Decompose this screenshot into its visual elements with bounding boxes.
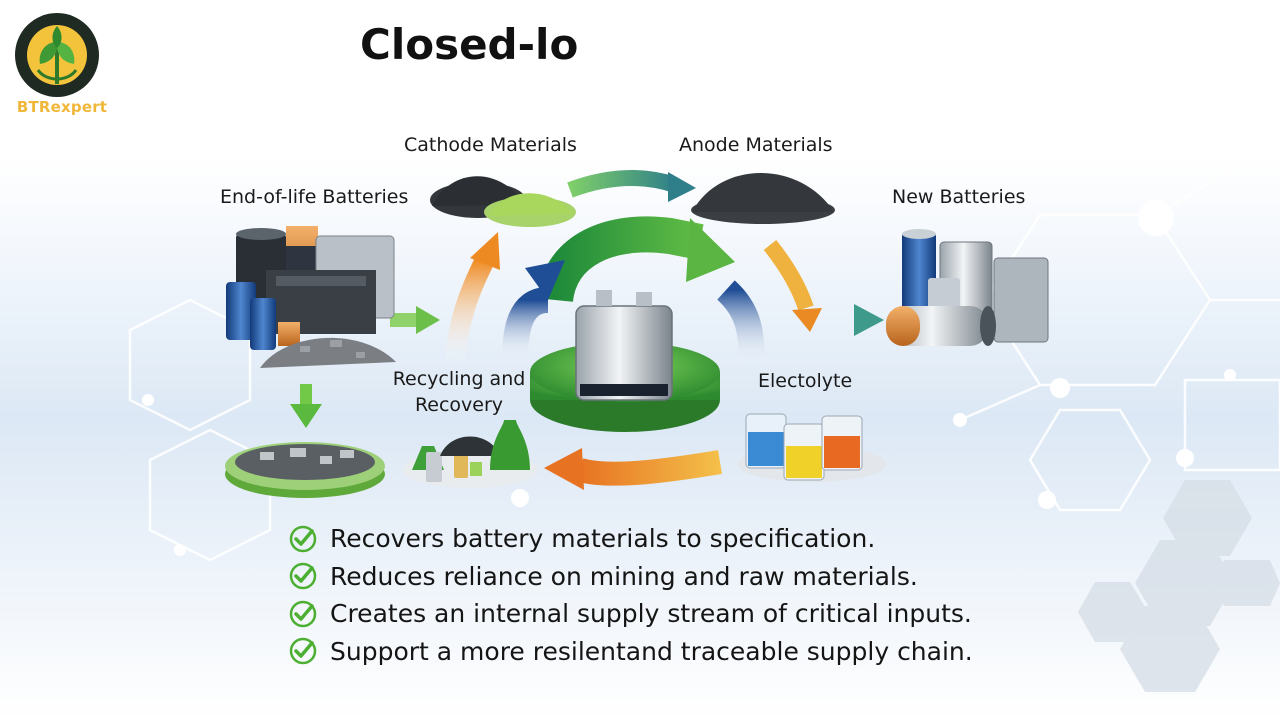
arrowhead-eol-to-recycling bbox=[416, 306, 440, 334]
anode-materials-pile bbox=[691, 173, 835, 224]
label-anode-materials: Anode Materials bbox=[679, 134, 833, 156]
arrow-recycling-to-cathode bbox=[445, 255, 494, 361]
arrow-cathode-to-anode bbox=[567, 170, 678, 198]
new-batteries-cluster bbox=[886, 229, 1049, 346]
brand-logo: BTRexpert bbox=[14, 12, 114, 116]
orange-return-arrowhead bbox=[544, 448, 584, 490]
label-recycling-line-1: Recycling and bbox=[392, 368, 526, 390]
benefits-list: Recovers battery materials to specificat… bbox=[288, 520, 973, 670]
brand-name: BTRexpert bbox=[16, 98, 108, 116]
bullet-text: Creates an internal supply stream of cri… bbox=[330, 599, 972, 629]
check-circle-icon bbox=[289, 563, 317, 590]
end-of-life-batteries-cluster bbox=[226, 226, 396, 368]
green-cycle-arrowhead bbox=[686, 218, 735, 282]
label-new-batteries: New Batteries bbox=[892, 186, 1026, 208]
label-recycling-recovery: Recycling and Recovery bbox=[386, 368, 532, 416]
leaf-logo-icon bbox=[15, 13, 99, 97]
bullet-text: Support a more resilentand traceable sup… bbox=[330, 636, 973, 666]
list-item: Creates an internal supply stream of cri… bbox=[288, 595, 973, 633]
list-item: Recovers battery materials to specificat… bbox=[288, 520, 973, 558]
bullet-text: Reduces reliance on mining and raw mater… bbox=[330, 561, 918, 591]
label-electrolyte: Electolyte bbox=[758, 370, 853, 392]
arrowhead-to-anode bbox=[668, 172, 696, 202]
recycling-flasks bbox=[402, 420, 538, 488]
arrow-anode-to-electrolyte bbox=[763, 240, 814, 311]
blue-cycle-arrowhead-left bbox=[525, 260, 565, 300]
label-end-of-life-batteries: End-of-life Batteries bbox=[220, 186, 409, 208]
list-item: Support a more resilentand traceable sup… bbox=[288, 633, 973, 671]
arrowhead-to-new-batteries bbox=[854, 304, 884, 336]
label-cathode-materials: Cathode Materials bbox=[404, 134, 577, 156]
check-circle-icon bbox=[289, 525, 317, 552]
check-circle-icon bbox=[289, 600, 317, 627]
check-circle-icon bbox=[289, 638, 317, 665]
bullet-text: Recovers battery materials to specificat… bbox=[330, 524, 876, 554]
central-battery-on-platform bbox=[530, 290, 720, 432]
cathode-materials-pile bbox=[430, 176, 576, 227]
list-item: Reduces reliance on mining and raw mater… bbox=[288, 558, 973, 596]
recycled-scrap-tray bbox=[225, 442, 385, 498]
arrowhead-down-right bbox=[792, 308, 822, 332]
arrowhead-eol-down bbox=[290, 404, 322, 428]
page-title: Closed-lo bbox=[360, 20, 579, 69]
label-recycling-line-2: Recovery bbox=[414, 394, 504, 416]
blue-cycle-arrow-right bbox=[716, 280, 765, 366]
electrolyte-beakers bbox=[738, 413, 886, 482]
arrowhead-to-cathode bbox=[470, 232, 500, 270]
green-cycle-arrow bbox=[537, 216, 704, 303]
blue-cycle-arrow-left bbox=[502, 287, 550, 361]
orange-return-arrow bbox=[576, 450, 722, 486]
